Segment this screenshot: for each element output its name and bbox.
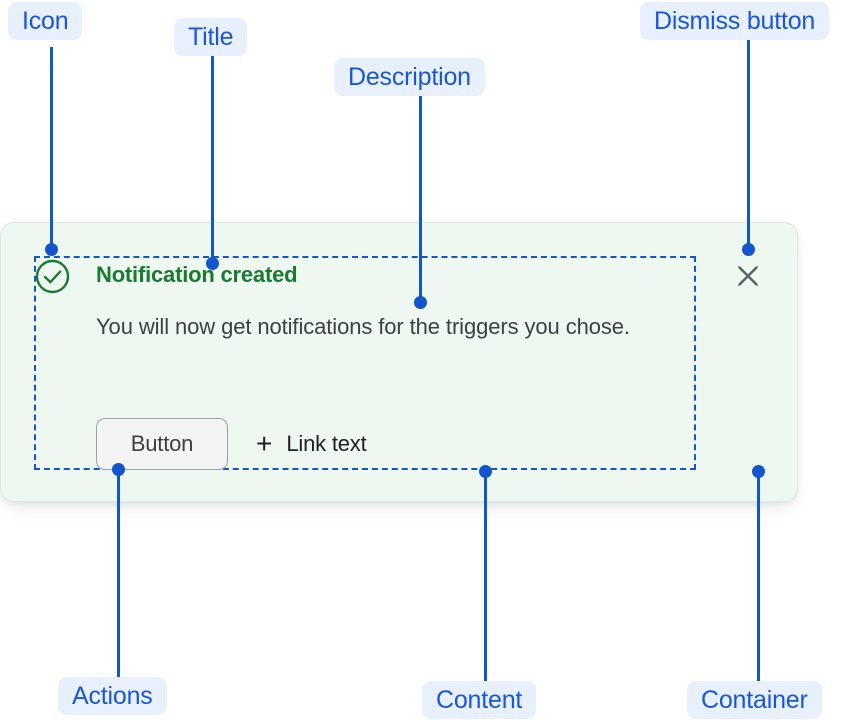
leader-dot-content (479, 465, 492, 478)
annotation-label-title: Title (174, 18, 248, 56)
check-circle-icon (35, 259, 70, 294)
dismiss-button[interactable] (732, 261, 764, 293)
annotation-label-dismiss-button: Dismiss button (640, 2, 830, 40)
leader-line-description (419, 96, 422, 303)
annotation-label-actions: Actions (58, 677, 167, 715)
plus-icon: + (256, 428, 273, 459)
leader-line-content (484, 472, 487, 684)
leader-dot-description (414, 296, 427, 309)
annotation-label-container: Container (687, 681, 822, 719)
action-link[interactable]: + Link text (256, 430, 367, 458)
notification-actions: Button + Link text (96, 418, 367, 470)
close-icon (733, 261, 763, 294)
leader-dot-icon (45, 243, 58, 256)
notification-title: Notification created (96, 262, 298, 287)
annotation-label-icon: Icon (8, 2, 83, 40)
leader-dot-actions (112, 463, 125, 476)
notification-description: You will now get notifications for the t… (96, 314, 630, 339)
leader-dot-container (752, 465, 765, 478)
leader-line-container (757, 472, 760, 684)
leader-dot-title (206, 257, 219, 270)
leader-line-title (211, 56, 214, 264)
action-link-label: Link text (286, 431, 367, 456)
annotation-label-description: Description (334, 58, 485, 96)
action-button[interactable]: Button (96, 418, 228, 470)
leader-line-dismiss (747, 40, 750, 250)
annotation-label-content: Content (422, 681, 537, 719)
leader-line-icon (50, 47, 53, 250)
leader-dot-dismiss (742, 243, 755, 256)
leader-line-actions (117, 470, 120, 680)
